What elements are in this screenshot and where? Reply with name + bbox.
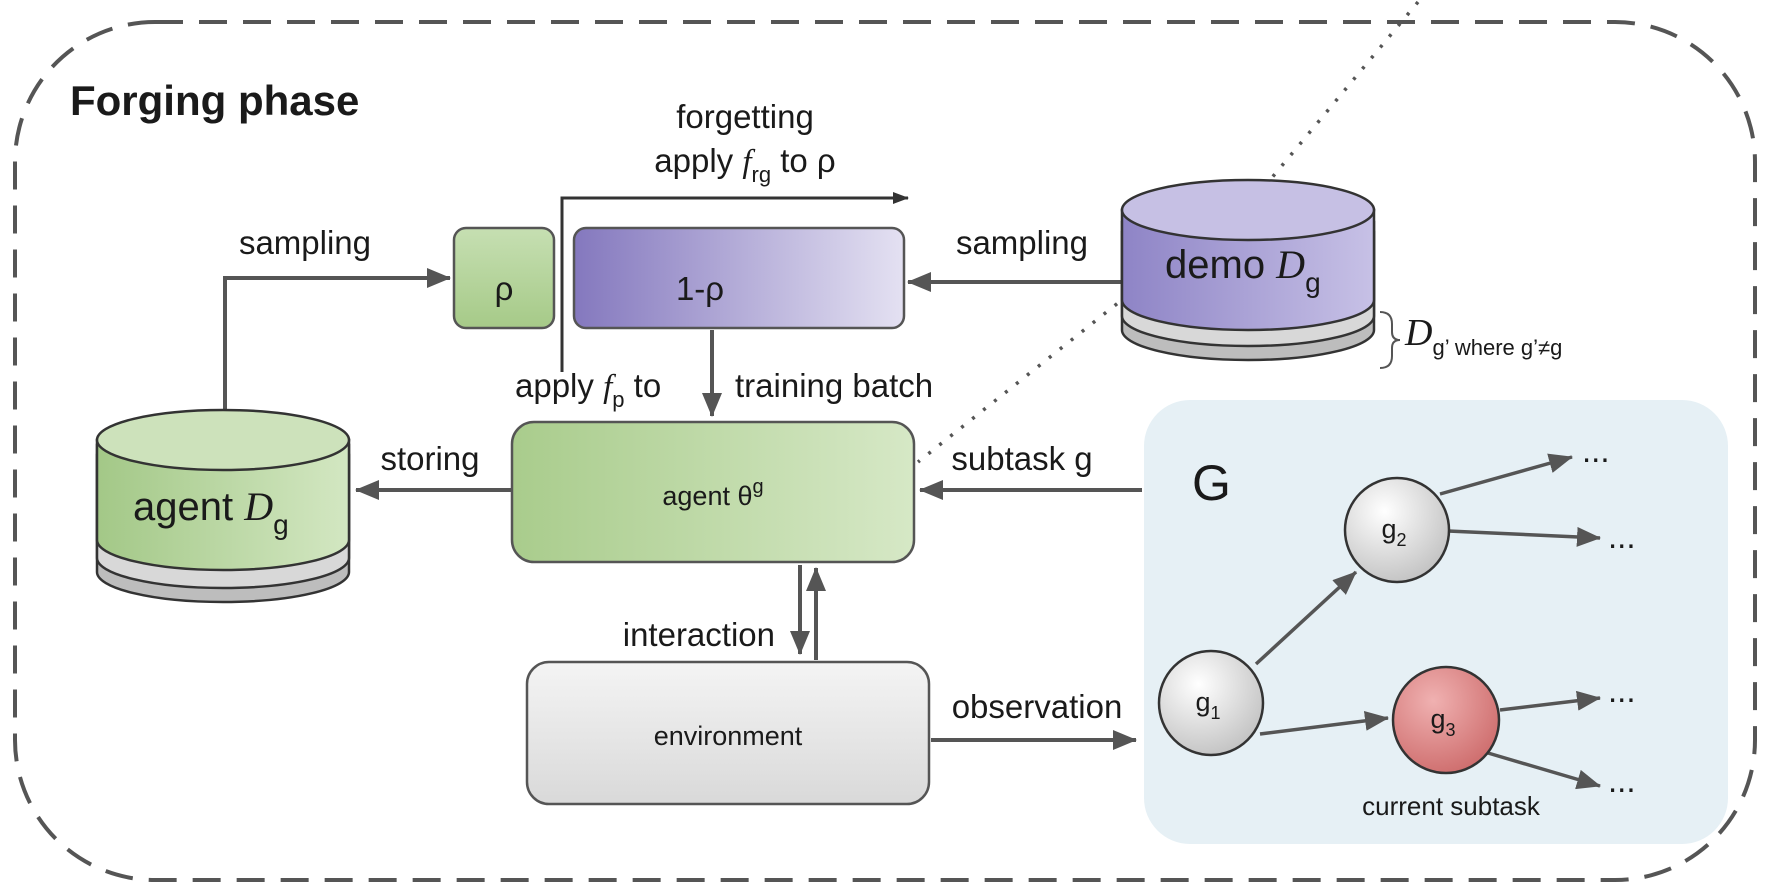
forgetting-arrow (560, 192, 909, 372)
edge-g2-out2 (1447, 526, 1601, 547)
observation-label: observation (952, 688, 1123, 725)
agent-policy-box (510, 420, 916, 564)
dotted-connector-mid (916, 293, 1130, 464)
forgetting-label: forgetting (676, 98, 814, 135)
node-g3-label: g3 (1430, 704, 1455, 740)
one-minus-rho-box (572, 226, 906, 330)
edge-g3-out1 (1499, 690, 1601, 712)
agent-database (95, 408, 351, 604)
rho-label: ρ (495, 270, 514, 307)
node-g2 (1343, 476, 1451, 584)
dotted-connector-top (1268, 0, 1420, 182)
interaction-label: interaction (623, 616, 775, 653)
other-db-label: Dg’ where g’≠g (1404, 312, 1562, 360)
demo-db-label: demo Dg (1165, 242, 1321, 298)
ellipsis-2: ... (1608, 518, 1636, 555)
other-db-brace (1379, 311, 1401, 369)
one-minus-rho-label: 1-ρ (676, 270, 724, 307)
ellipsis-1: ... (1582, 432, 1610, 469)
environment-box (525, 660, 931, 806)
edge-g3-out2 (1487, 751, 1601, 790)
sampling-right-label: sampling (956, 224, 1088, 261)
apply-fp-label: apply fp to (515, 367, 661, 412)
ellipsis-4: ... (1608, 762, 1636, 799)
ellipsis-3: ... (1608, 672, 1636, 709)
subtask-graph-panel (1144, 400, 1728, 844)
agent-policy-label: agent θg (662, 476, 763, 511)
node-g1-label: g1 (1195, 687, 1220, 723)
current-subtask-label: current subtask (1362, 791, 1541, 821)
training-batch-label: training batch (735, 367, 933, 404)
environment-label: environment (654, 721, 803, 751)
edge-g2-out1 (1439, 453, 1573, 496)
rho-box (452, 226, 556, 330)
node-g2-label: g2 (1381, 514, 1406, 550)
agent-db-label: agent Dg (133, 484, 289, 540)
edge-g1-g2 (1254, 570, 1358, 666)
node-g3-current (1391, 665, 1501, 775)
sampling-left-arrow (223, 268, 451, 418)
edge-g1-g3 (1259, 710, 1389, 736)
phase-title: Forging phase (70, 77, 359, 124)
sampling-left-label: sampling (239, 224, 371, 261)
subtask-label: subtask g (951, 440, 1092, 477)
node-g1 (1157, 649, 1265, 757)
storing-label: storing (380, 440, 479, 477)
graph-label: G (1192, 455, 1231, 511)
apply-frg-label: apply frg to ρ (654, 142, 835, 187)
demo-database (1120, 178, 1376, 362)
phase-boundary (13, 20, 1757, 882)
